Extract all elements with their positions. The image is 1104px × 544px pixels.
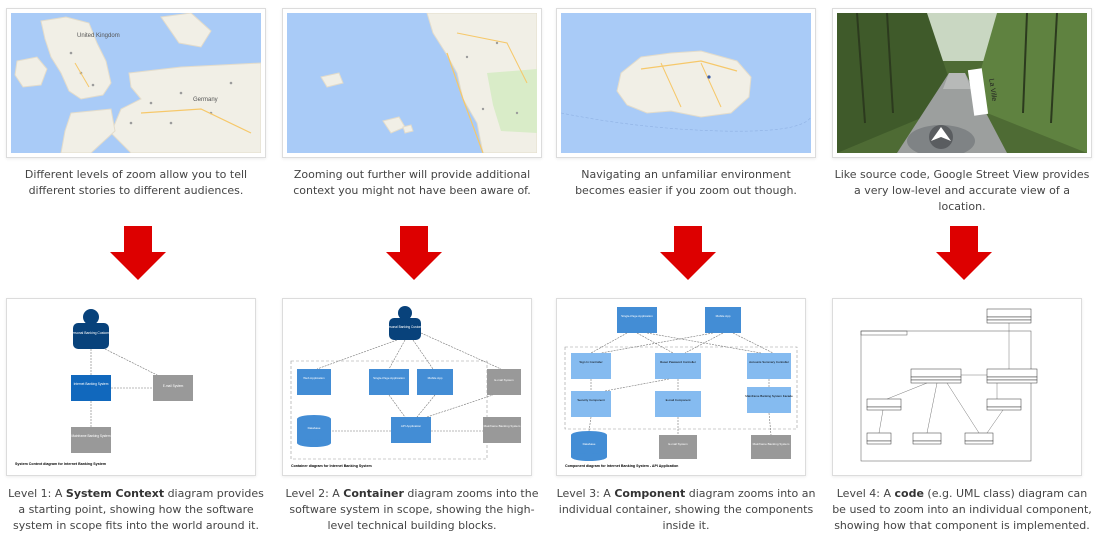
level-1-prefix: Level 1: A bbox=[8, 487, 66, 500]
d1-box-system: Internet Banking System bbox=[74, 382, 109, 386]
d2-box-email: E-mail System bbox=[494, 378, 514, 382]
container-diagram-canvas: Personal Banking Customer Web Applicatio… bbox=[287, 303, 527, 471]
level-2-term: Container bbox=[343, 487, 404, 500]
channel-islands-map bbox=[287, 13, 537, 153]
person-icon bbox=[389, 306, 421, 340]
caption-level-1: Level 1: A System Context diagram provid… bbox=[6, 486, 266, 534]
context-diagram-canvas: Personal Banking Customer Internet Banki… bbox=[11, 303, 251, 471]
street-view-arrow-icon bbox=[929, 125, 953, 149]
d2-box-mobile: Mobile App bbox=[428, 376, 443, 380]
level-4-prefix: Level 4: A bbox=[836, 487, 895, 500]
d2-box-spa: Single-Page Application bbox=[373, 376, 405, 380]
level-4-suffix: (e.g. UML class) diagram can be used to … bbox=[832, 487, 1092, 532]
down-arrow-icon bbox=[936, 226, 992, 280]
column-level-2: Zooming out further will provide additio… bbox=[282, 0, 542, 544]
map-label-uk: United Kingdom bbox=[77, 33, 120, 39]
d2-box-mainframe: Mainframe Banking System bbox=[484, 424, 521, 428]
d3-box-mobile: Mobile App bbox=[716, 314, 731, 318]
person-icon bbox=[73, 309, 109, 349]
level-1-suffix: diagram provides a starting point, showi… bbox=[13, 487, 264, 532]
d2-box-database: Database bbox=[308, 426, 321, 430]
caption-street-view: Like source code, Google Street View pro… bbox=[834, 168, 1090, 213]
d2-box-webapp: Web Application bbox=[303, 376, 325, 380]
level-3-term: Component bbox=[614, 487, 686, 500]
caption-level-2: Level 2: A Container diagram zooms into … bbox=[282, 486, 542, 534]
level-3-suffix: diagram zooms into an individual contain… bbox=[558, 487, 816, 532]
map-thumbnail-europe[interactable]: United Kingdom Germany bbox=[6, 8, 266, 158]
street-sign-label: La Ville bbox=[987, 78, 997, 102]
d3-box-mainframe: Mainframe Banking System bbox=[753, 442, 790, 446]
caption-zooming-out: Zooming out further will provide additio… bbox=[293, 168, 531, 197]
column-level-3: Navigating an unfamiliar environment bec… bbox=[556, 0, 816, 544]
level-2-prefix: Level 2: A bbox=[285, 487, 344, 500]
street-view-photo: La Ville bbox=[837, 13, 1087, 153]
d3-box-emailsys: E-mail System bbox=[668, 442, 688, 446]
d2-box-person: Personal Banking Customer bbox=[385, 325, 426, 329]
column-level-4: La Ville Like source code, Google Street… bbox=[832, 0, 1092, 544]
street-view-thumbnail[interactable]: La Ville bbox=[832, 8, 1092, 158]
island-map bbox=[561, 13, 811, 153]
d3-box-database: Database bbox=[583, 442, 596, 446]
map-thumbnail-island[interactable] bbox=[556, 8, 816, 158]
d3-box-spa: Single-Page Application bbox=[621, 314, 653, 318]
container-diagram[interactable]: Personal Banking Customer Web Applicatio… bbox=[282, 298, 532, 476]
caption-level-4: Level 4: A code (e.g. UML class) diagram… bbox=[832, 486, 1092, 534]
component-diagram-canvas: Single-Page Application Mobile App Sign … bbox=[561, 303, 801, 471]
d2-box-api: API Application bbox=[401, 424, 422, 428]
d1-box-email: E-mail System bbox=[163, 384, 184, 388]
map-thumbnail-channel-islands[interactable] bbox=[282, 8, 542, 158]
level-1-term: System Context bbox=[65, 487, 165, 500]
column-level-1: United Kingdom Germany Different levels … bbox=[6, 0, 266, 544]
caption-level-3: Level 3: A Component diagram zooms into … bbox=[556, 486, 816, 534]
d3-box-signin: Sign In Controller bbox=[579, 360, 602, 364]
uml-diagram-canvas bbox=[837, 303, 1077, 471]
d3-box-accounts: Accounts Summary Controller bbox=[749, 360, 789, 364]
caption-navigating: Navigating an unfamiliar environment bec… bbox=[575, 168, 797, 197]
down-arrow-icon bbox=[386, 226, 442, 280]
d3-box-security: Security Component bbox=[577, 398, 604, 402]
d3-box-resetpw: Reset Password Controller bbox=[660, 360, 696, 364]
d3-box-emailcomp: E-mail Component bbox=[666, 398, 691, 402]
europe-map: United Kingdom Germany bbox=[11, 13, 261, 153]
d1-box-mainframe: Mainframe Banking System bbox=[72, 434, 111, 438]
d1-title: System Context diagram for Internet Bank… bbox=[15, 462, 106, 466]
d2-title: Container diagram for Internet Banking S… bbox=[291, 464, 372, 468]
level-3-prefix: Level 3: A bbox=[556, 487, 615, 500]
level-2-suffix: diagram zooms into the software system i… bbox=[289, 487, 539, 532]
caption-zoom-levels: Different levels of zoom allow you to te… bbox=[24, 168, 248, 197]
d3-title: Component diagram for Internet Banking S… bbox=[565, 464, 678, 468]
code-uml-diagram[interactable] bbox=[832, 298, 1082, 476]
d1-box-person: Personal Banking Customer bbox=[70, 331, 113, 335]
down-arrow-icon bbox=[110, 226, 166, 280]
level-4-term: code bbox=[894, 487, 924, 500]
down-arrow-icon bbox=[660, 226, 716, 280]
system-context-diagram[interactable]: Personal Banking Customer Internet Banki… bbox=[6, 298, 256, 476]
map-label-germany: Germany bbox=[193, 97, 218, 103]
component-diagram[interactable]: Single-Page Application Mobile App Sign … bbox=[556, 298, 806, 476]
d3-box-facade: Mainframe Banking System Facade bbox=[745, 394, 793, 398]
